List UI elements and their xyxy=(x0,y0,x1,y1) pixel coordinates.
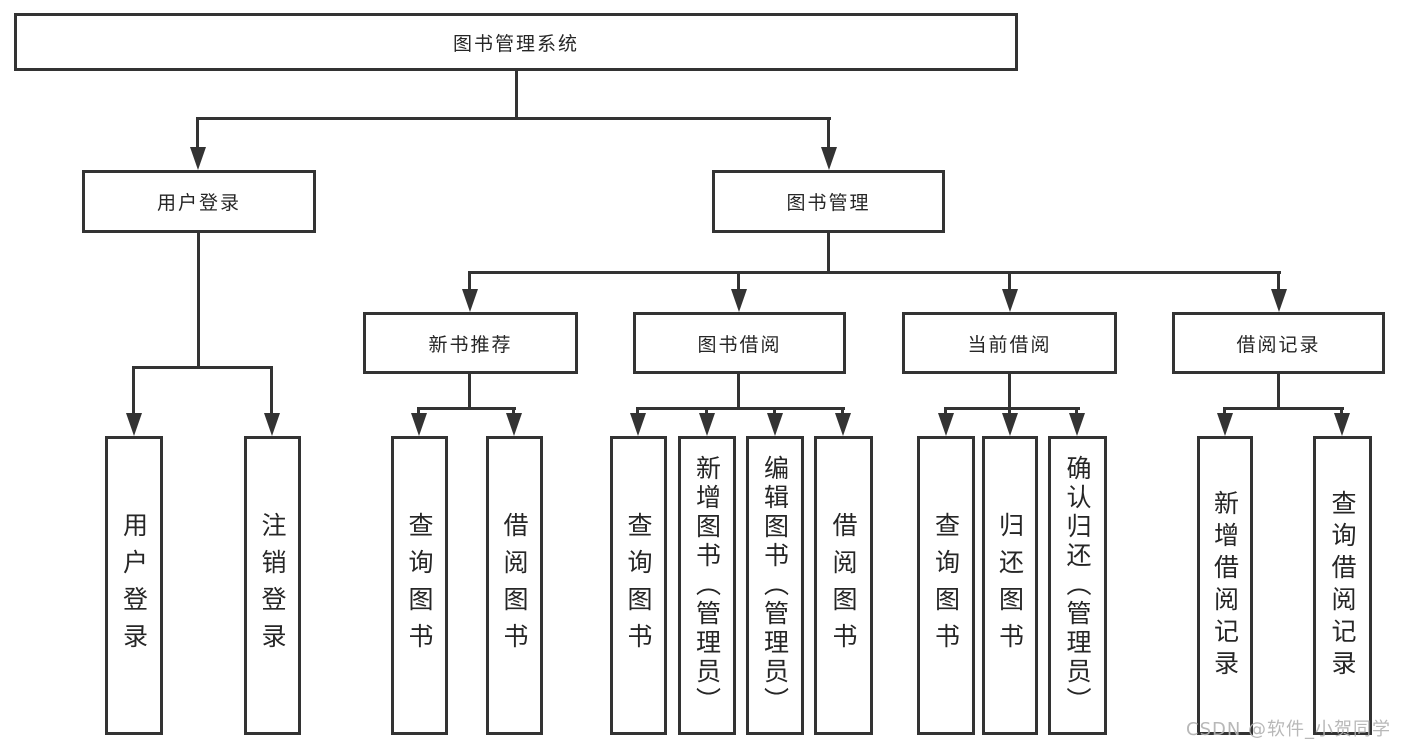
arrow-down-icon xyxy=(411,413,427,436)
leaf-borrow-books-borrowing: 借阅图书 xyxy=(814,436,873,735)
connector-shaft-borrow-books-borrowing xyxy=(841,407,844,417)
leaf-borrow-books-recommend: 借阅图书 xyxy=(486,436,543,735)
connector-shaft-book-management xyxy=(827,117,830,150)
connector-new-book-bar xyxy=(417,407,516,410)
connector-book-borrowing-stem xyxy=(737,374,740,410)
leaf-add-books-admin: 新增图书（管理员） xyxy=(678,436,736,735)
connector-shaft-current-borrowing xyxy=(1008,271,1011,291)
node-current-borrowing-label: 当前借阅 xyxy=(967,333,1052,356)
csdn-watermark: CSDN @软件_小贺同学 xyxy=(1186,719,1392,740)
connector-borrowing-records-bar xyxy=(1223,407,1344,410)
connector-shaft-query-books-recommend xyxy=(417,407,420,417)
connector-user-login-stem xyxy=(197,233,200,366)
leaf-user-login-label: 用户登录 xyxy=(119,511,149,660)
node-root-label: 图书管理系统 xyxy=(452,32,579,55)
arrow-down-icon xyxy=(699,413,715,436)
connector-shaft-leaf-user-login xyxy=(132,366,135,413)
leaf-add-borrow-record-label: 新增借阅记录 xyxy=(1210,489,1240,682)
connector-shaft-edit-books-admin xyxy=(773,407,776,417)
node-book-management: 图书管理 xyxy=(712,170,945,233)
arrow-down-icon xyxy=(1217,413,1233,436)
leaf-logout-login: 注销登录 xyxy=(244,436,301,735)
connector-shaft-query-books-current xyxy=(944,407,947,417)
node-current-borrowing: 当前借阅 xyxy=(902,312,1117,374)
connector-book-borrowing-bar xyxy=(636,407,845,410)
node-book-borrowing-label: 图书借阅 xyxy=(697,333,782,356)
leaf-edit-books-admin-label: 编辑图书（管理员） xyxy=(760,455,790,716)
connector-root-bar xyxy=(196,117,831,120)
connector-book-management-stem xyxy=(827,233,830,274)
connector-shaft-borrow-books-recommend xyxy=(512,407,515,417)
node-new-book-recommend: 新书推荐 xyxy=(363,312,578,374)
arrow-down-icon xyxy=(731,289,747,312)
arrow-down-icon xyxy=(835,413,851,436)
leaf-query-books-borrowing-label: 查询图书 xyxy=(624,511,653,660)
connector-current-borrowing-bar xyxy=(944,407,1080,410)
connector-new-book-stem xyxy=(468,374,471,410)
arrow-down-icon xyxy=(1069,413,1085,436)
arrow-down-icon xyxy=(821,147,837,170)
connector-shaft-return-books xyxy=(1008,407,1011,417)
leaf-confirm-return-admin-label: 确认归还（管理员） xyxy=(1063,455,1092,716)
arrow-down-icon xyxy=(767,413,783,436)
leaf-query-books-borrowing: 查询图书 xyxy=(610,436,667,735)
node-book-borrowing: 图书借阅 xyxy=(633,312,846,374)
leaf-return-books-label: 归还图书 xyxy=(995,511,1025,660)
node-borrowing-records-label: 借阅记录 xyxy=(1236,333,1321,356)
connector-shaft-confirm-return-admin xyxy=(1075,407,1078,417)
node-user-login-branch-label: 用户登录 xyxy=(156,192,241,214)
node-book-management-label: 图书管理 xyxy=(786,192,871,214)
connector-shaft-book-borrowing xyxy=(737,271,740,291)
leaf-logout-login-label: 注销登录 xyxy=(258,511,287,660)
arrow-down-icon xyxy=(462,289,478,312)
leaf-user-login: 用户登录 xyxy=(105,436,163,735)
arrow-down-icon xyxy=(1271,289,1287,312)
arrow-down-icon xyxy=(630,413,646,436)
arrow-down-icon xyxy=(506,413,522,436)
connector-shaft-query-books-borrowing xyxy=(636,407,639,417)
leaf-query-books-current: 查询图书 xyxy=(917,436,975,735)
arrow-down-icon xyxy=(938,413,954,436)
connector-shaft-leaf-logout xyxy=(270,366,273,413)
arrow-down-icon xyxy=(1002,413,1018,436)
leaf-return-books: 归还图书 xyxy=(982,436,1038,735)
leaf-query-books-current-label: 查询图书 xyxy=(931,511,961,660)
arrow-down-icon xyxy=(1334,413,1350,436)
connector-root-stem xyxy=(515,71,518,120)
leaf-borrow-books-recommend-label: 借阅图书 xyxy=(500,511,529,660)
connector-user-login-bar xyxy=(132,366,273,369)
leaf-add-borrow-record: 新增借阅记录 xyxy=(1197,436,1253,735)
connector-shaft-new-book-recommend xyxy=(468,271,471,291)
connector-shaft-borrowing-records xyxy=(1277,271,1280,291)
leaf-edit-books-admin: 编辑图书（管理员） xyxy=(746,436,804,735)
arrow-down-icon xyxy=(1002,289,1018,312)
node-new-book-recommend-label: 新书推荐 xyxy=(428,333,513,356)
node-root-library-management-system: 图书管理系统 xyxy=(14,13,1018,71)
arrow-down-icon xyxy=(190,147,206,170)
arrow-down-icon xyxy=(126,413,142,436)
leaf-query-borrow-record: 查询借阅记录 xyxy=(1313,436,1372,735)
node-user-login-branch: 用户登录 xyxy=(82,170,316,233)
connector-current-borrowing-stem xyxy=(1008,374,1011,410)
connector-shaft-query-borrow-record xyxy=(1340,407,1343,417)
arrow-down-icon xyxy=(264,413,280,436)
connector-borrowing-records-stem xyxy=(1277,374,1280,410)
leaf-query-books-recommend-label: 查询图书 xyxy=(405,511,434,660)
leaf-add-books-admin-label: 新增图书（管理员） xyxy=(692,455,722,716)
connector-book-management-bar xyxy=(468,271,1281,274)
node-borrowing-records: 借阅记录 xyxy=(1172,312,1385,374)
connector-shaft-add-books-admin xyxy=(705,407,708,417)
leaf-confirm-return-admin: 确认归还（管理员） xyxy=(1048,436,1107,735)
leaf-query-borrow-record-label: 查询借阅记录 xyxy=(1328,489,1357,682)
connector-shaft-add-borrow-record xyxy=(1223,407,1226,417)
connector-shaft-user-login-branch xyxy=(196,117,199,150)
leaf-query-books-recommend: 查询图书 xyxy=(391,436,448,735)
leaf-borrow-books-borrowing-label: 借阅图书 xyxy=(829,511,858,660)
